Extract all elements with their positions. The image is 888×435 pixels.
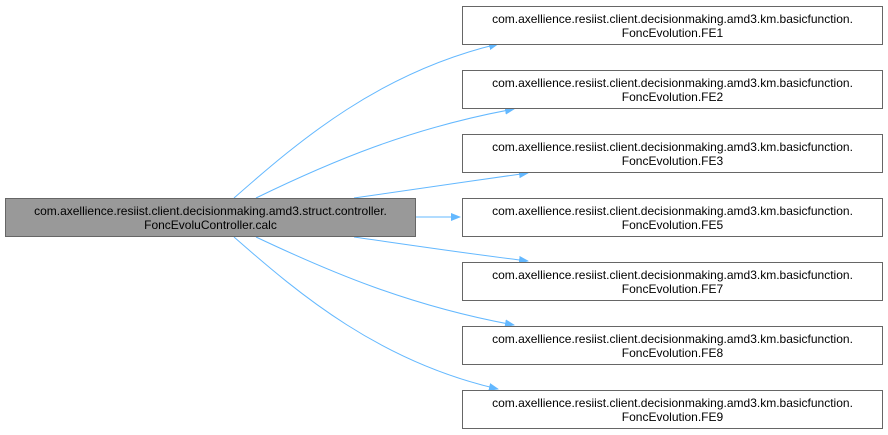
target-node-fe9[interactable]: com.axellience.resiist.client.decisionma… [462, 390, 883, 429]
target-node-label-line2: FoncEvolution.FE2 [621, 89, 724, 104]
target-node-label-line1: com.axellience.resiist.client.decisionma… [492, 267, 853, 282]
target-node-fe3[interactable]: com.axellience.resiist.client.decisionma… [462, 134, 883, 173]
edge-to-fe9 [233, 236, 499, 391]
edge-to-fe2 [255, 106, 515, 199]
target-node-label-line2: FoncEvolution.FE3 [621, 153, 724, 168]
target-node-fe2[interactable]: com.axellience.resiist.client.decisionma… [462, 70, 883, 109]
target-node-label-line2: FoncEvolution.FE1 [621, 25, 724, 40]
target-node-label-line2: FoncEvolution.FE7 [621, 281, 724, 296]
target-node-fe8[interactable]: com.axellience.resiist.client.decisionma… [462, 326, 883, 365]
root-node-foncevolucontroller-calc[interactable]: com.axellience.resiist.client.decisionma… [5, 198, 416, 237]
root-node-label-line2: FoncEvoluController.calc [144, 217, 277, 232]
edge-to-fe8 [255, 236, 515, 328]
target-node-label-line1: com.axellience.resiist.client.decisionma… [492, 203, 853, 218]
target-node-label-line1: com.axellience.resiist.client.decisionma… [492, 11, 853, 26]
target-node-label-line1: com.axellience.resiist.client.decisionma… [492, 395, 853, 410]
target-node-fe7[interactable]: com.axellience.resiist.client.decisionma… [462, 262, 883, 301]
edge-to-fe1 [233, 42, 499, 199]
target-node-fe1[interactable]: com.axellience.resiist.client.decisionma… [462, 6, 883, 45]
edge-to-fe7 [353, 236, 529, 264]
target-node-label-line1: com.axellience.resiist.client.decisionma… [492, 75, 853, 90]
target-node-label-line2: FoncEvolution.FE5 [621, 217, 724, 232]
edge-to-fe3 [353, 170, 529, 199]
root-node-label-line1: com.axellience.resiist.client.decisionma… [34, 203, 387, 218]
target-node-label-line1: com.axellience.resiist.client.decisionma… [492, 139, 853, 154]
target-node-label-line2: FoncEvolution.FE9 [621, 409, 724, 424]
target-node-fe5[interactable]: com.axellience.resiist.client.decisionma… [462, 198, 883, 237]
target-node-label-line2: FoncEvolution.FE8 [621, 345, 724, 360]
target-node-label-line1: com.axellience.resiist.client.decisionma… [492, 331, 853, 346]
